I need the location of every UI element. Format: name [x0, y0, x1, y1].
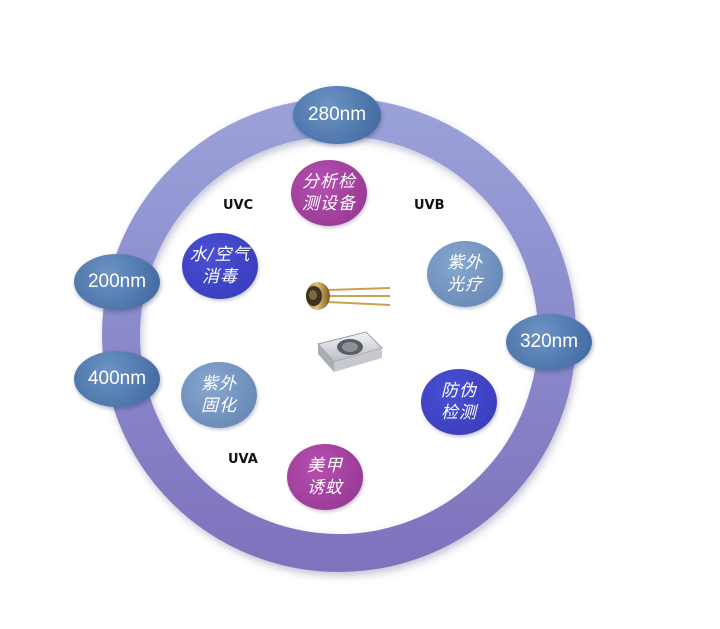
- app-phototherapy-label: 紫外光疗: [447, 253, 483, 295]
- node-400nm: 400nm: [74, 351, 160, 407]
- app-anti-counterfeit-label: 防伪检测: [441, 381, 477, 423]
- uv-led-devices: [306, 282, 391, 372]
- band-label-uva: UVA: [228, 452, 258, 467]
- band-label-uvb: UVB: [414, 198, 445, 213]
- smd-led-icon: [317, 331, 383, 372]
- app-analysis-label: 分析检测设备: [302, 172, 356, 214]
- node-280nm: 280nm: [293, 86, 381, 144]
- app-analysis-equipment: 分析检测设备: [291, 160, 367, 226]
- app-water-air-label: 水/空气消毒: [189, 245, 251, 287]
- node-320nm: 320nm: [506, 314, 592, 370]
- app-uv-phototherapy: 紫外光疗: [427, 241, 503, 307]
- app-water-air-disinfection: 水/空气消毒: [182, 233, 258, 299]
- to-can-led-icon: [306, 282, 391, 310]
- app-nail-label: 美甲诱蚊: [307, 456, 343, 498]
- app-anti-counterfeit-detection: 防伪检测: [421, 369, 497, 435]
- node-200nm: 200nm: [74, 254, 160, 310]
- band-label-uvc: UVC: [223, 198, 254, 213]
- app-nail-mosquito-trap: 美甲诱蚊: [287, 444, 363, 510]
- app-curing-label: 紫外固化: [201, 374, 237, 416]
- app-uv-curing: 紫外固化: [181, 362, 257, 428]
